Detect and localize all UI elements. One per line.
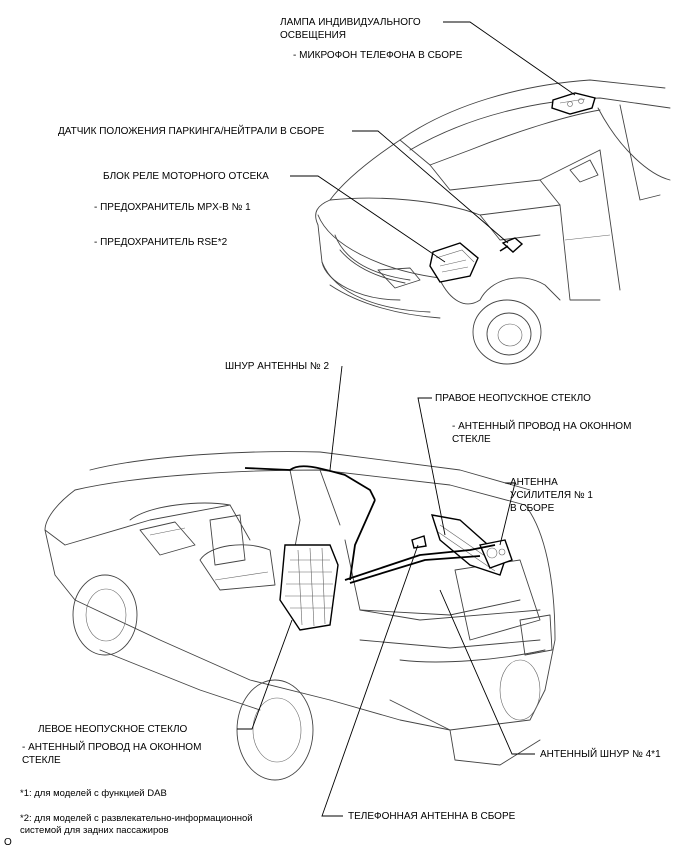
personal-lamp-part bbox=[551, 92, 596, 115]
corner-mark: O bbox=[4, 837, 12, 848]
label-park-neutral-sensor: ДАТЧИК ПОЛОЖЕНИЯ ПАРКИНГА/НЕЙТРАЛИ В СБО… bbox=[58, 126, 325, 137]
park-neutral-sensor-part bbox=[499, 237, 524, 253]
label-engine-relay-block: БЛОК РЕЛЕ МОТОРНОГО ОТСЕКА bbox=[103, 171, 269, 182]
engine-relay-block-part bbox=[429, 242, 479, 283]
label-antenna-cord-4: АНТЕННЫЙ ШНУР № 4*1 bbox=[540, 749, 661, 760]
left-quarter-glass-part bbox=[279, 544, 339, 631]
label-left-glass-antenna-wire: - АНТЕННЫЙ ПРОВОД НА ОКОННОМ СТЕКЛЕ bbox=[22, 742, 202, 766]
footnote-2: *2: для моделей с развлекательно-информа… bbox=[20, 813, 253, 836]
label-telephone-microphone: - МИКРОФОН ТЕЛЕФОНА В СБОРЕ bbox=[293, 50, 463, 61]
rear-vehicle-outline bbox=[44, 451, 556, 781]
label-fuse-rse: - ПРЕДОХРАНИТЕЛЬ RSE*2 bbox=[94, 237, 228, 248]
label-telephone-antenna: ТЕЛЕФОННАЯ АНТЕННА В СБОРЕ bbox=[348, 811, 516, 822]
antenna-cords bbox=[244, 465, 496, 584]
label-amplifier-antenna: АНТЕННА УСИЛИТЕЛЯ № 1 В СБОРЕ bbox=[510, 477, 593, 514]
label-personal-lamp: ЛАМПА ИНДИВИДУАЛЬНОГО ОСВЕЩЕНИЯ bbox=[280, 17, 421, 41]
front-vehicle-outline bbox=[315, 79, 671, 365]
leader-lines bbox=[237, 21, 576, 817]
footnote-1: *1: для моделей с функцией DAB bbox=[20, 788, 167, 799]
label-antenna-cord-2: ШНУР АНТЕННЫ № 2 bbox=[225, 361, 329, 372]
label-right-quarter-glass: ПРАВОЕ НЕОПУСКНОЕ СТЕКЛО bbox=[435, 393, 591, 404]
label-right-glass-antenna-wire: - АНТЕННЫЙ ПРОВОД НА ОКОННОМ СТЕКЛЕ bbox=[452, 421, 632, 445]
label-fuse-mpx: - ПРЕДОХРАНИТЕЛЬ MPX-B № 1 bbox=[94, 202, 251, 213]
label-left-quarter-glass: ЛЕВОЕ НЕОПУСКНОЕ СТЕКЛО bbox=[38, 724, 188, 735]
